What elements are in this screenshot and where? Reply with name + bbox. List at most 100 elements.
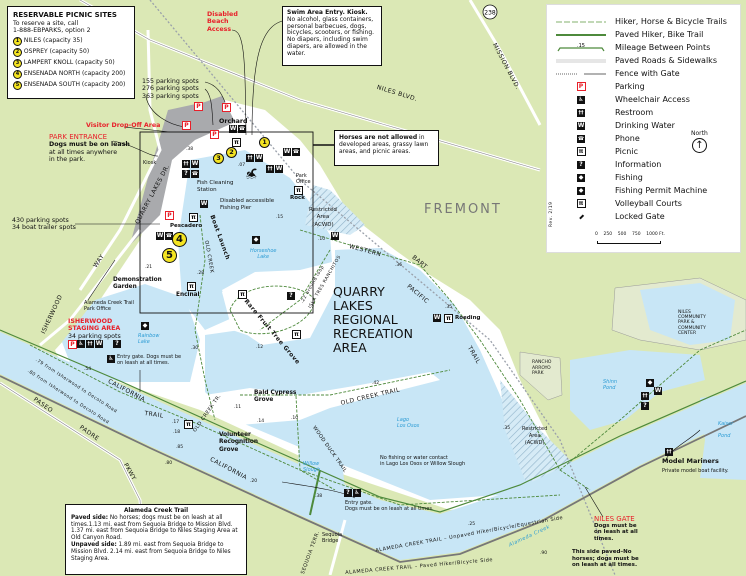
pescadero-label: Pescadero <box>170 223 203 229</box>
mileage-label: .30 <box>191 346 199 351</box>
picnic-icon <box>294 186 303 195</box>
scale-tick: 0 <box>595 232 598 237</box>
parking-icon <box>210 130 219 139</box>
wheelchair-icon <box>577 95 585 104</box>
restroom-icon <box>665 448 673 456</box>
mileage-label: .54 <box>84 367 92 372</box>
swim-area-box: Swim Area Entry. Kiosk. No alcohol, glas… <box>282 6 382 66</box>
mileage-label: .11 <box>234 405 242 410</box>
phone-icon <box>165 232 173 240</box>
swim-rule: personal barbecues, dogs, <box>287 22 367 30</box>
alameda-paved-info: Paved side: No horses; dogs must be on l… <box>71 514 238 542</box>
alameda-unpaved-info: Unpaved side: 1.89 mi. east from Sequoia… <box>71 541 231 562</box>
scale-tick: 250 <box>603 232 613 237</box>
alameda-box-title: Alameda Creek Trail <box>123 508 189 514</box>
picnic-site-marker-3[interactable]: 3 <box>213 153 224 164</box>
old-creek-trail-east <box>240 369 451 396</box>
restroom-icon <box>266 165 274 173</box>
restroom-icon <box>246 154 254 162</box>
restricted-area-south <box>500 380 590 490</box>
legend-parking: Parking <box>547 80 740 93</box>
drinking-water-icon <box>275 165 283 173</box>
picnic-icon <box>232 138 241 147</box>
fishing-icon <box>141 322 149 330</box>
route-238-label: 238 <box>484 10 496 17</box>
phone-icon <box>238 125 246 133</box>
picnic-site-marker-2[interactable]: 2 <box>226 147 237 158</box>
isherwood-way-road <box>39 229 142 347</box>
fishing-icon <box>252 236 260 244</box>
legend-roads: Paved Roads & Sidewalks <box>547 54 740 67</box>
legend-trails: Hiker, Horse & Bicycle Trails <box>547 15 740 28</box>
north-arrow-icon: ↑ <box>691 138 707 153</box>
information-icon <box>182 170 190 178</box>
picnic-site-marker-1[interactable]: 1 <box>259 137 270 148</box>
old-creek-trail <box>194 214 216 421</box>
locked-gate-icon <box>578 214 584 219</box>
legend-label: Fence with Gate <box>615 69 680 78</box>
alameda-creek-trail-box: Alameda Creek Trail Paved side: No horse… <box>65 504 247 575</box>
mileage-label: .90 <box>540 551 548 556</box>
fishing-icon <box>646 379 654 387</box>
mileage-label: .80 <box>165 461 173 466</box>
alameda-creek-trail-unpaved <box>0 329 746 513</box>
north-arrow: North ↑ <box>691 130 708 154</box>
legend-label: Information <box>615 160 662 169</box>
legend-wheelchair: Wheelchair Access <box>547 93 740 106</box>
swim-rule: No diapers, including swim <box>287 36 368 44</box>
picnic-icon <box>184 420 193 429</box>
mileage-label: .21 <box>145 265 153 270</box>
picnic-site-3: 3 LAMPERT KNOLL (capacity 50) <box>13 57 129 68</box>
picnic-reserve-line1: To reserve a site, call <box>13 20 79 27</box>
legend-paved-trail: Paved Hiker, Bike Trail <box>547 28 740 41</box>
parking-icon <box>222 103 231 112</box>
horses-text: areas, and picnic areas. <box>339 148 411 155</box>
mileage-label: .38 <box>315 494 323 499</box>
encinal-label: Encinal <box>176 292 200 298</box>
roeding-label: Roeding <box>455 315 481 321</box>
horses-bold: Horses are not allowed <box>339 134 418 141</box>
drinking-water-icon <box>95 340 103 348</box>
picnic-site-marker-5[interactable]: 5 <box>162 248 177 263</box>
swim-rule: diapers, are allowed in the <box>287 42 367 50</box>
phone-icon <box>577 134 585 143</box>
picnic-site-1: 1 NILES (capacity 35) <box>13 35 129 46</box>
north-label: North <box>691 130 708 137</box>
reservable-picnic-sites-box: RESERVABLE PICNIC SITES To reserve a sit… <box>7 6 135 99</box>
rock-label: Rock <box>290 195 305 201</box>
mileage-label: .35 <box>445 305 453 310</box>
parking-icon <box>182 121 191 130</box>
drinking-water-icon <box>200 200 208 208</box>
information-icon <box>641 402 649 410</box>
legend-volleyball: Volleyball Courts <box>547 197 740 210</box>
picnic-icon <box>292 330 301 339</box>
horses-text: developed areas, grassy lawn <box>339 141 429 148</box>
alameda-creek-channel <box>0 332 746 560</box>
legend-label: Drinking Water <box>615 121 675 130</box>
mileage-label: .28 <box>197 271 205 276</box>
swim-box-title: Swim Area Entry. Kiosk. <box>287 9 368 16</box>
route-238-shield <box>482 4 498 20</box>
sequoia-terr-road <box>328 519 347 575</box>
picnic-site-marker-4[interactable]: 4 <box>172 232 187 247</box>
scale-tick: 1000 Ft. <box>646 232 665 237</box>
legend-label: Parking <box>615 82 645 91</box>
bald-cypress-area <box>205 372 440 425</box>
mileage-label: .85 <box>176 445 184 450</box>
drinking-water-icon <box>433 314 441 322</box>
picnic-icon <box>189 213 198 222</box>
mileage-label: .10 <box>291 416 299 421</box>
mileage-label: .36 <box>395 263 403 268</box>
quarry-lakes-dr-road <box>78 29 162 291</box>
model-mariners-label: Model Mariners <box>662 457 719 465</box>
